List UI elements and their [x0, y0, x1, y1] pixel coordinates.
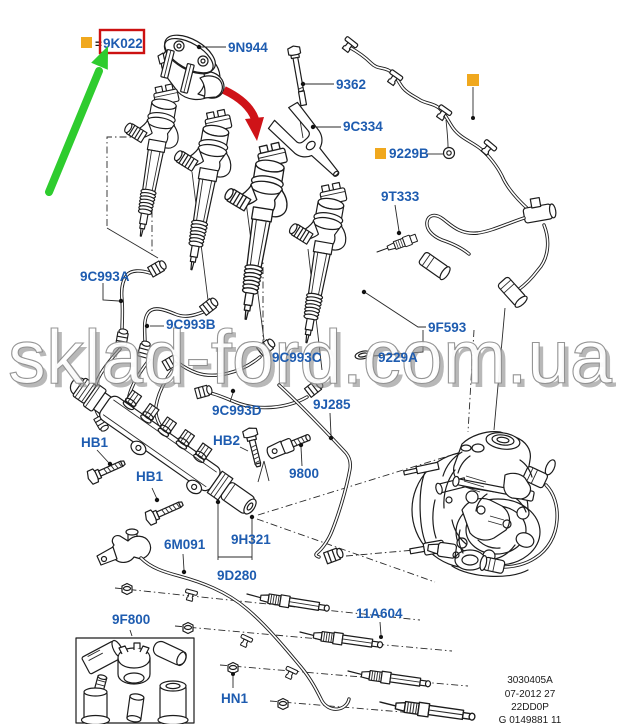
svg-text:3030405A: 3030405A [507, 675, 553, 686]
svg-text:9362: 9362 [336, 77, 366, 92]
svg-text:6M091: 6M091 [164, 537, 206, 552]
svg-text:9C334: 9C334 [343, 119, 383, 134]
svg-text:9N944: 9N944 [228, 40, 268, 55]
svg-text:9H321: 9H321 [231, 532, 271, 547]
svg-text:22DD0P: 22DD0P [511, 702, 549, 713]
svg-text:9T333: 9T333 [381, 189, 420, 204]
svg-text:9C993A: 9C993A [80, 269, 130, 284]
svg-text:HB1: HB1 [136, 469, 163, 484]
svg-text:9D280: 9D280 [217, 568, 257, 583]
svg-text:9229A: 9229A [378, 350, 418, 365]
svg-text:HB2: HB2 [213, 433, 240, 448]
svg-text:9F800: 9F800 [112, 612, 150, 627]
svg-text:G 0149881 11: G 0149881 11 [499, 715, 562, 724]
svg-text:9J285: 9J285 [313, 397, 351, 412]
svg-text:9C993D: 9C993D [212, 403, 262, 418]
svg-text:HN1: HN1 [221, 691, 248, 706]
svg-text:=: = [95, 37, 102, 51]
svg-text:9K022: 9K022 [103, 36, 143, 51]
svg-text:9229B: 9229B [389, 146, 429, 161]
svg-text:9800: 9800 [289, 466, 319, 481]
svg-text:07-2012 27: 07-2012 27 [505, 689, 556, 700]
svg-text:9C993B: 9C993B [166, 317, 216, 332]
svg-text:9F593: 9F593 [428, 320, 467, 335]
svg-text:sklad-ford.com.ua: sklad-ford.com.ua [8, 315, 613, 400]
svg-text:HB1: HB1 [81, 435, 108, 450]
svg-text:9C993C: 9C993C [272, 350, 322, 365]
svg-text:11A604: 11A604 [356, 606, 403, 621]
svg-text:sklad-ford.com.ua: sklad-ford.com.ua [12, 319, 617, 404]
